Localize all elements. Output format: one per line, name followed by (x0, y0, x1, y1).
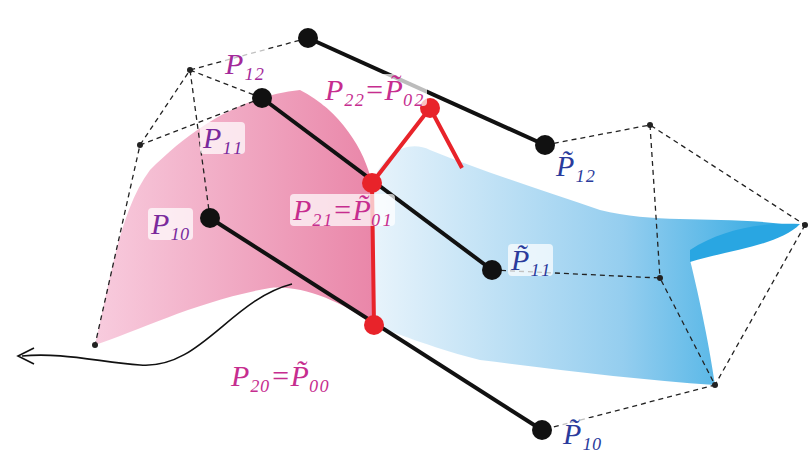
point-label: P̃₁₀ (560, 418, 605, 450)
point-label: P₂₀=P̃₀₀ (228, 360, 333, 392)
point-label: P₂₂=P̃₀₂ (322, 74, 427, 106)
point-label: P₁₁ (200, 122, 245, 154)
point-label: P̃₁₁ (508, 244, 553, 276)
point-label: P₁₀ (148, 208, 193, 240)
point-label: P₁₂ (222, 48, 267, 80)
point-label: P̃₁₂ (553, 150, 598, 182)
point-label: P₂₁=P̃₀₁ (290, 194, 395, 226)
